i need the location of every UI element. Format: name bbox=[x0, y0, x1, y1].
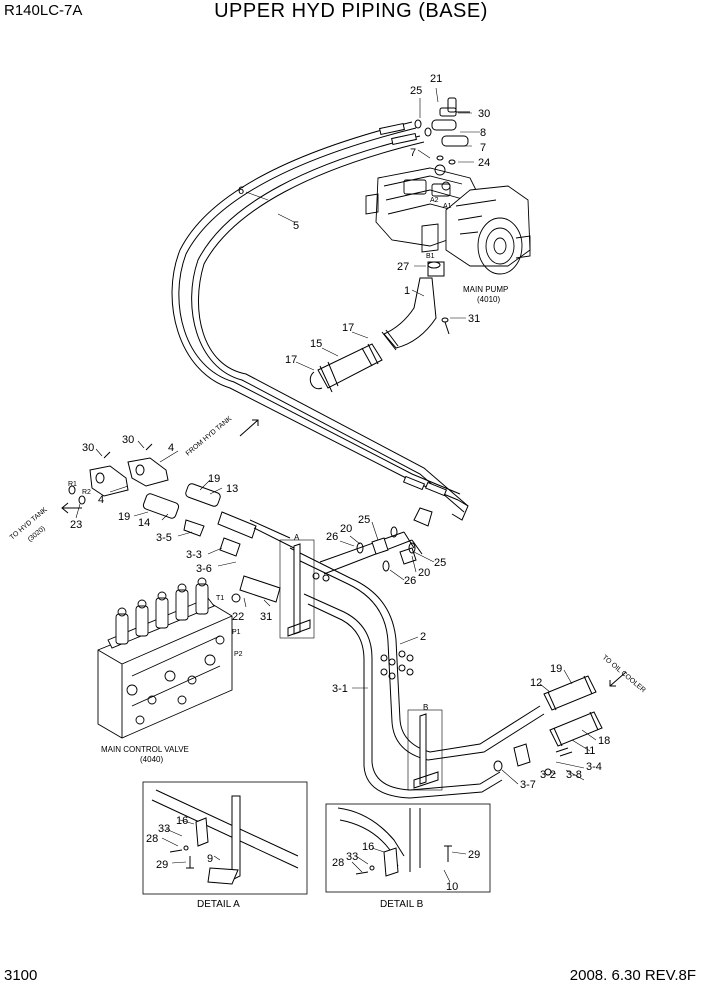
callout-23: 23 bbox=[70, 519, 82, 531]
bracket-b bbox=[407, 709, 443, 791]
callout-31: 31 bbox=[260, 611, 272, 623]
main-pump-label: MAIN PUMP bbox=[463, 285, 508, 294]
callout-16: 16 bbox=[362, 841, 374, 853]
port-r2-label: R2 bbox=[82, 489, 91, 496]
callout-9: 9 bbox=[207, 853, 213, 865]
callout-4: 4 bbox=[98, 494, 104, 506]
callout-25: 25 bbox=[410, 85, 422, 97]
pump-fittings bbox=[414, 97, 470, 165]
callout-26: 26 bbox=[326, 531, 338, 543]
detail-b-label: DETAIL B bbox=[380, 899, 424, 910]
detail-a-box bbox=[142, 781, 308, 895]
port-p1-label: P1 bbox=[232, 629, 241, 636]
callout-5: 5 bbox=[293, 220, 299, 232]
callout-30: 30 bbox=[82, 442, 94, 454]
from-hyd-tank-label: FROM HYD TANK bbox=[185, 415, 234, 457]
detail-a-marker: A bbox=[294, 533, 300, 542]
port-r1-label: R1 bbox=[68, 481, 77, 488]
callout-27: 27 bbox=[397, 261, 409, 273]
port-a1-label: A1 bbox=[443, 203, 452, 210]
to-hyd-tank-code: (3020) bbox=[27, 525, 47, 543]
port-a2-label: A2 bbox=[430, 197, 439, 204]
callout-24: 24 bbox=[478, 157, 490, 169]
callout-17: 17 bbox=[285, 354, 297, 366]
model-code: R140LC-7A bbox=[4, 2, 83, 19]
callout-20: 20 bbox=[340, 523, 352, 535]
callout-7: 7 bbox=[480, 142, 486, 154]
page-title: UPPER HYD PIPING (BASE) bbox=[214, 0, 488, 22]
callout-31: 31 bbox=[468, 313, 480, 325]
callout-18: 18 bbox=[598, 735, 610, 747]
port-p2-label: P2 bbox=[234, 651, 243, 658]
callout-25: 25 bbox=[358, 514, 370, 526]
pipe-fittings-mid bbox=[312, 526, 417, 680]
callout-10: 10 bbox=[446, 881, 458, 893]
suction-pipe bbox=[309, 261, 450, 393]
mcv-label: MAIN CONTROL VALVE bbox=[101, 745, 189, 754]
callout-3-3: 3-3 bbox=[186, 549, 202, 561]
callout-30: 30 bbox=[478, 108, 490, 120]
callout-22: 22 bbox=[232, 611, 244, 623]
callout-6: 6 bbox=[238, 185, 244, 197]
callout-3-1: 3-1 bbox=[332, 683, 348, 695]
callout-13: 13 bbox=[226, 483, 238, 495]
callout-3-2: 3-2 bbox=[540, 769, 556, 781]
to-oil-cooler-label: TO OIL COOLER bbox=[601, 654, 647, 694]
return-fittings bbox=[68, 443, 295, 603]
callout-20: 20 bbox=[418, 567, 430, 579]
port-b1-label: B1 bbox=[426, 253, 435, 260]
bracket-a bbox=[279, 539, 315, 639]
callout-numbers: 21 25 30 8 7 7 24 6 5 27 1 31 17 15 17 3… bbox=[70, 73, 610, 893]
leader-lines bbox=[75, 87, 597, 883]
mcv-code: (4040) bbox=[140, 755, 163, 764]
callout-33: 33 bbox=[158, 823, 170, 835]
port-t1-label: T1 bbox=[216, 595, 224, 602]
callout-19: 19 bbox=[118, 511, 130, 523]
main-pump bbox=[365, 164, 531, 275]
callout-14: 14 bbox=[138, 517, 150, 529]
detail-b-marker: B bbox=[423, 703, 428, 712]
callout-17: 17 bbox=[342, 322, 354, 334]
detail-b-box bbox=[325, 803, 491, 893]
revision-date: 2008. 6.30 REV.8F bbox=[569, 967, 696, 984]
callout-12: 12 bbox=[530, 677, 542, 689]
flow-arrows bbox=[61, 419, 627, 687]
callout-19: 19 bbox=[208, 473, 220, 485]
callout-26: 26 bbox=[404, 575, 416, 587]
callout-33: 33 bbox=[346, 851, 358, 863]
callout-2: 2 bbox=[420, 631, 426, 643]
main-control-valve bbox=[97, 577, 233, 739]
callout-28: 28 bbox=[332, 857, 344, 869]
pressure-pipes bbox=[289, 531, 545, 799]
callout-1: 1 bbox=[404, 285, 410, 297]
page-number: 3100 bbox=[4, 967, 38, 984]
callout-19: 19 bbox=[550, 663, 562, 675]
callout-28: 28 bbox=[146, 833, 158, 845]
callout-29: 29 bbox=[468, 849, 480, 861]
callout-4: 4 bbox=[168, 442, 174, 454]
callout-16: 16 bbox=[176, 815, 188, 827]
callout-3-7: 3-7 bbox=[520, 779, 536, 791]
callout-15: 15 bbox=[310, 338, 322, 350]
callout-8: 8 bbox=[480, 127, 486, 139]
callout-30: 30 bbox=[122, 434, 134, 446]
main-pump-code: (4010) bbox=[477, 295, 500, 304]
callout-11: 11 bbox=[584, 745, 595, 757]
callout-3-4: 3-4 bbox=[586, 761, 602, 773]
callout-3-5: 3-5 bbox=[156, 532, 172, 544]
detail-a-label: DETAIL A bbox=[197, 899, 240, 910]
oil-cooler-hoses bbox=[493, 675, 603, 776]
hoses-5-6 bbox=[171, 121, 469, 527]
callout-21: 21 bbox=[430, 73, 442, 85]
callout-3-6: 3-6 bbox=[196, 563, 212, 575]
callout-7: 7 bbox=[410, 147, 416, 159]
callout-29: 29 bbox=[156, 859, 168, 871]
callout-25: 25 bbox=[434, 557, 446, 569]
callout-3-8: 3-8 bbox=[566, 769, 582, 781]
